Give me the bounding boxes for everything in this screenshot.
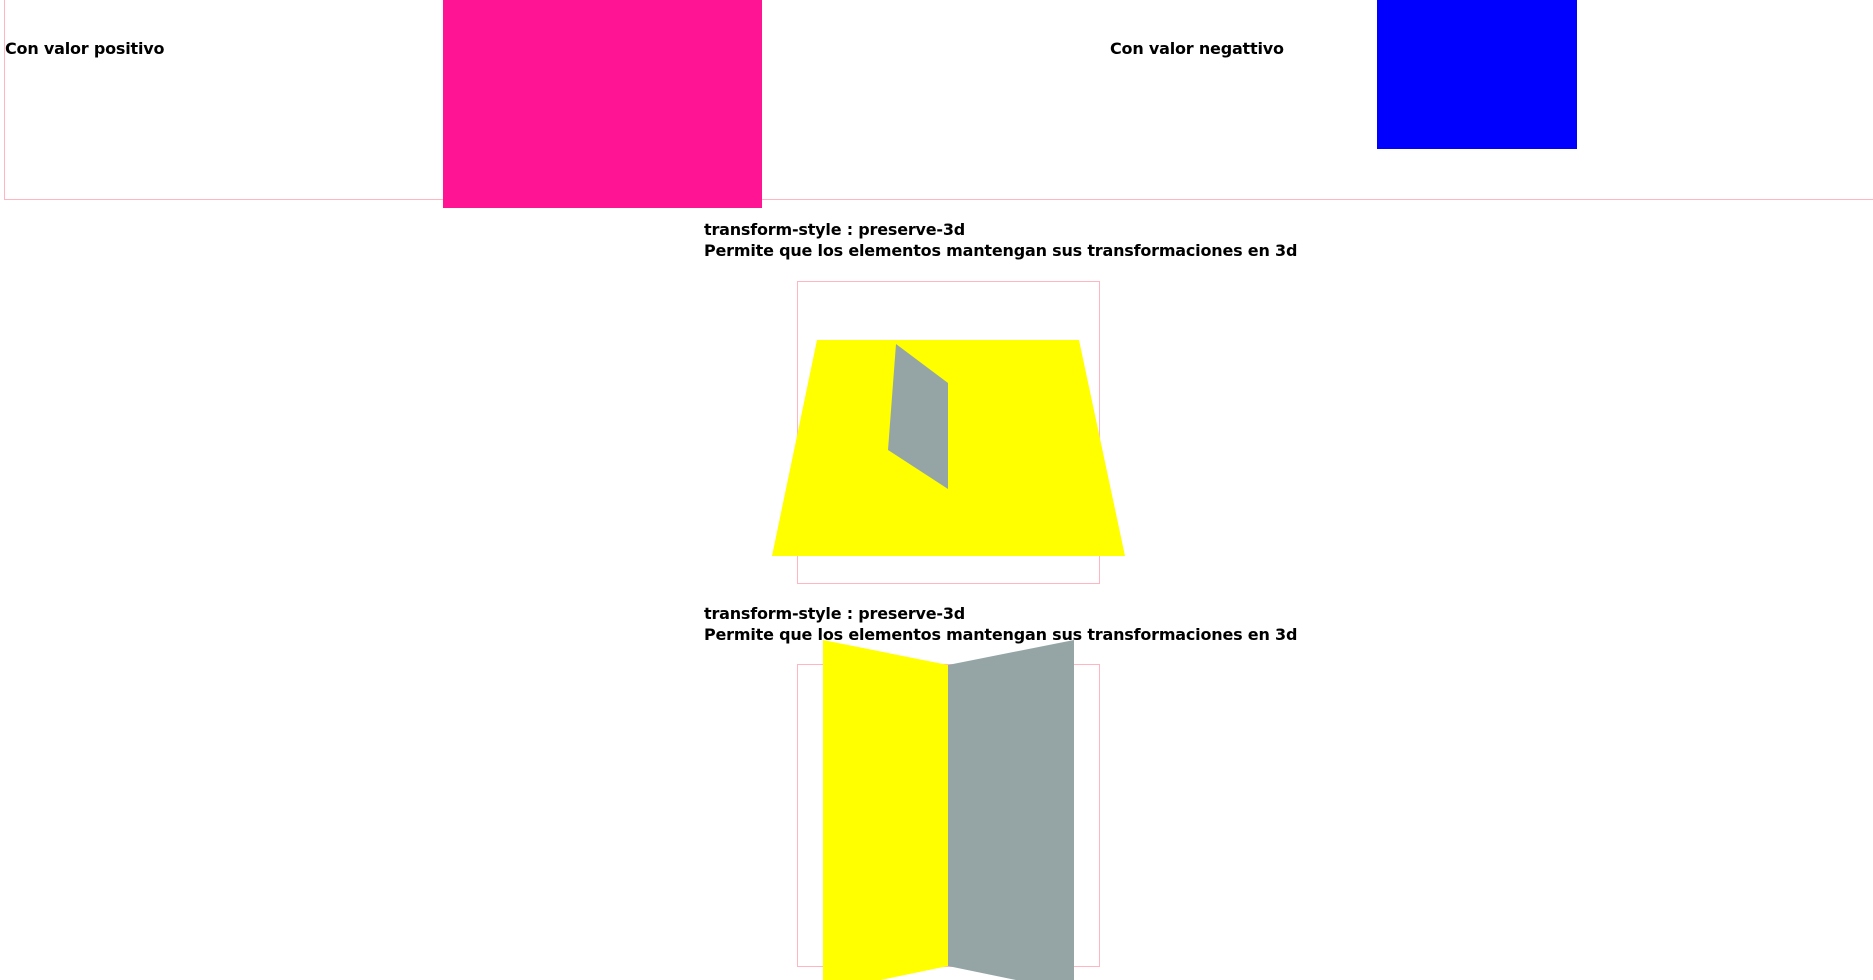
demo-two-description: Permite que los elementos mantengan sus … — [704, 625, 1298, 644]
demo-two-container-outline — [797, 664, 1100, 967]
demo-one-container-outline — [797, 281, 1100, 584]
demo-one-description: Permite que los elementos mantengan sus … — [704, 241, 1298, 260]
demo-two-gray-panel — [948, 640, 1074, 980]
perspective-container-outline — [4, 0, 1873, 200]
demo-two-yellow-panel — [823, 640, 948, 980]
positive-perspective-box — [443, 0, 762, 208]
negative-value-label: Con valor negattivo — [1110, 39, 1284, 58]
demo-one-yellow-trapezoid — [772, 340, 1125, 556]
demo-one-title: transform-style : preserve-3d — [704, 220, 966, 239]
negative-perspective-box — [1377, 0, 1577, 149]
demo-two-title: transform-style : preserve-3d — [704, 604, 966, 623]
positive-value-label: Con valor positivo — [5, 39, 165, 58]
demo-one-gray-child — [888, 344, 948, 489]
